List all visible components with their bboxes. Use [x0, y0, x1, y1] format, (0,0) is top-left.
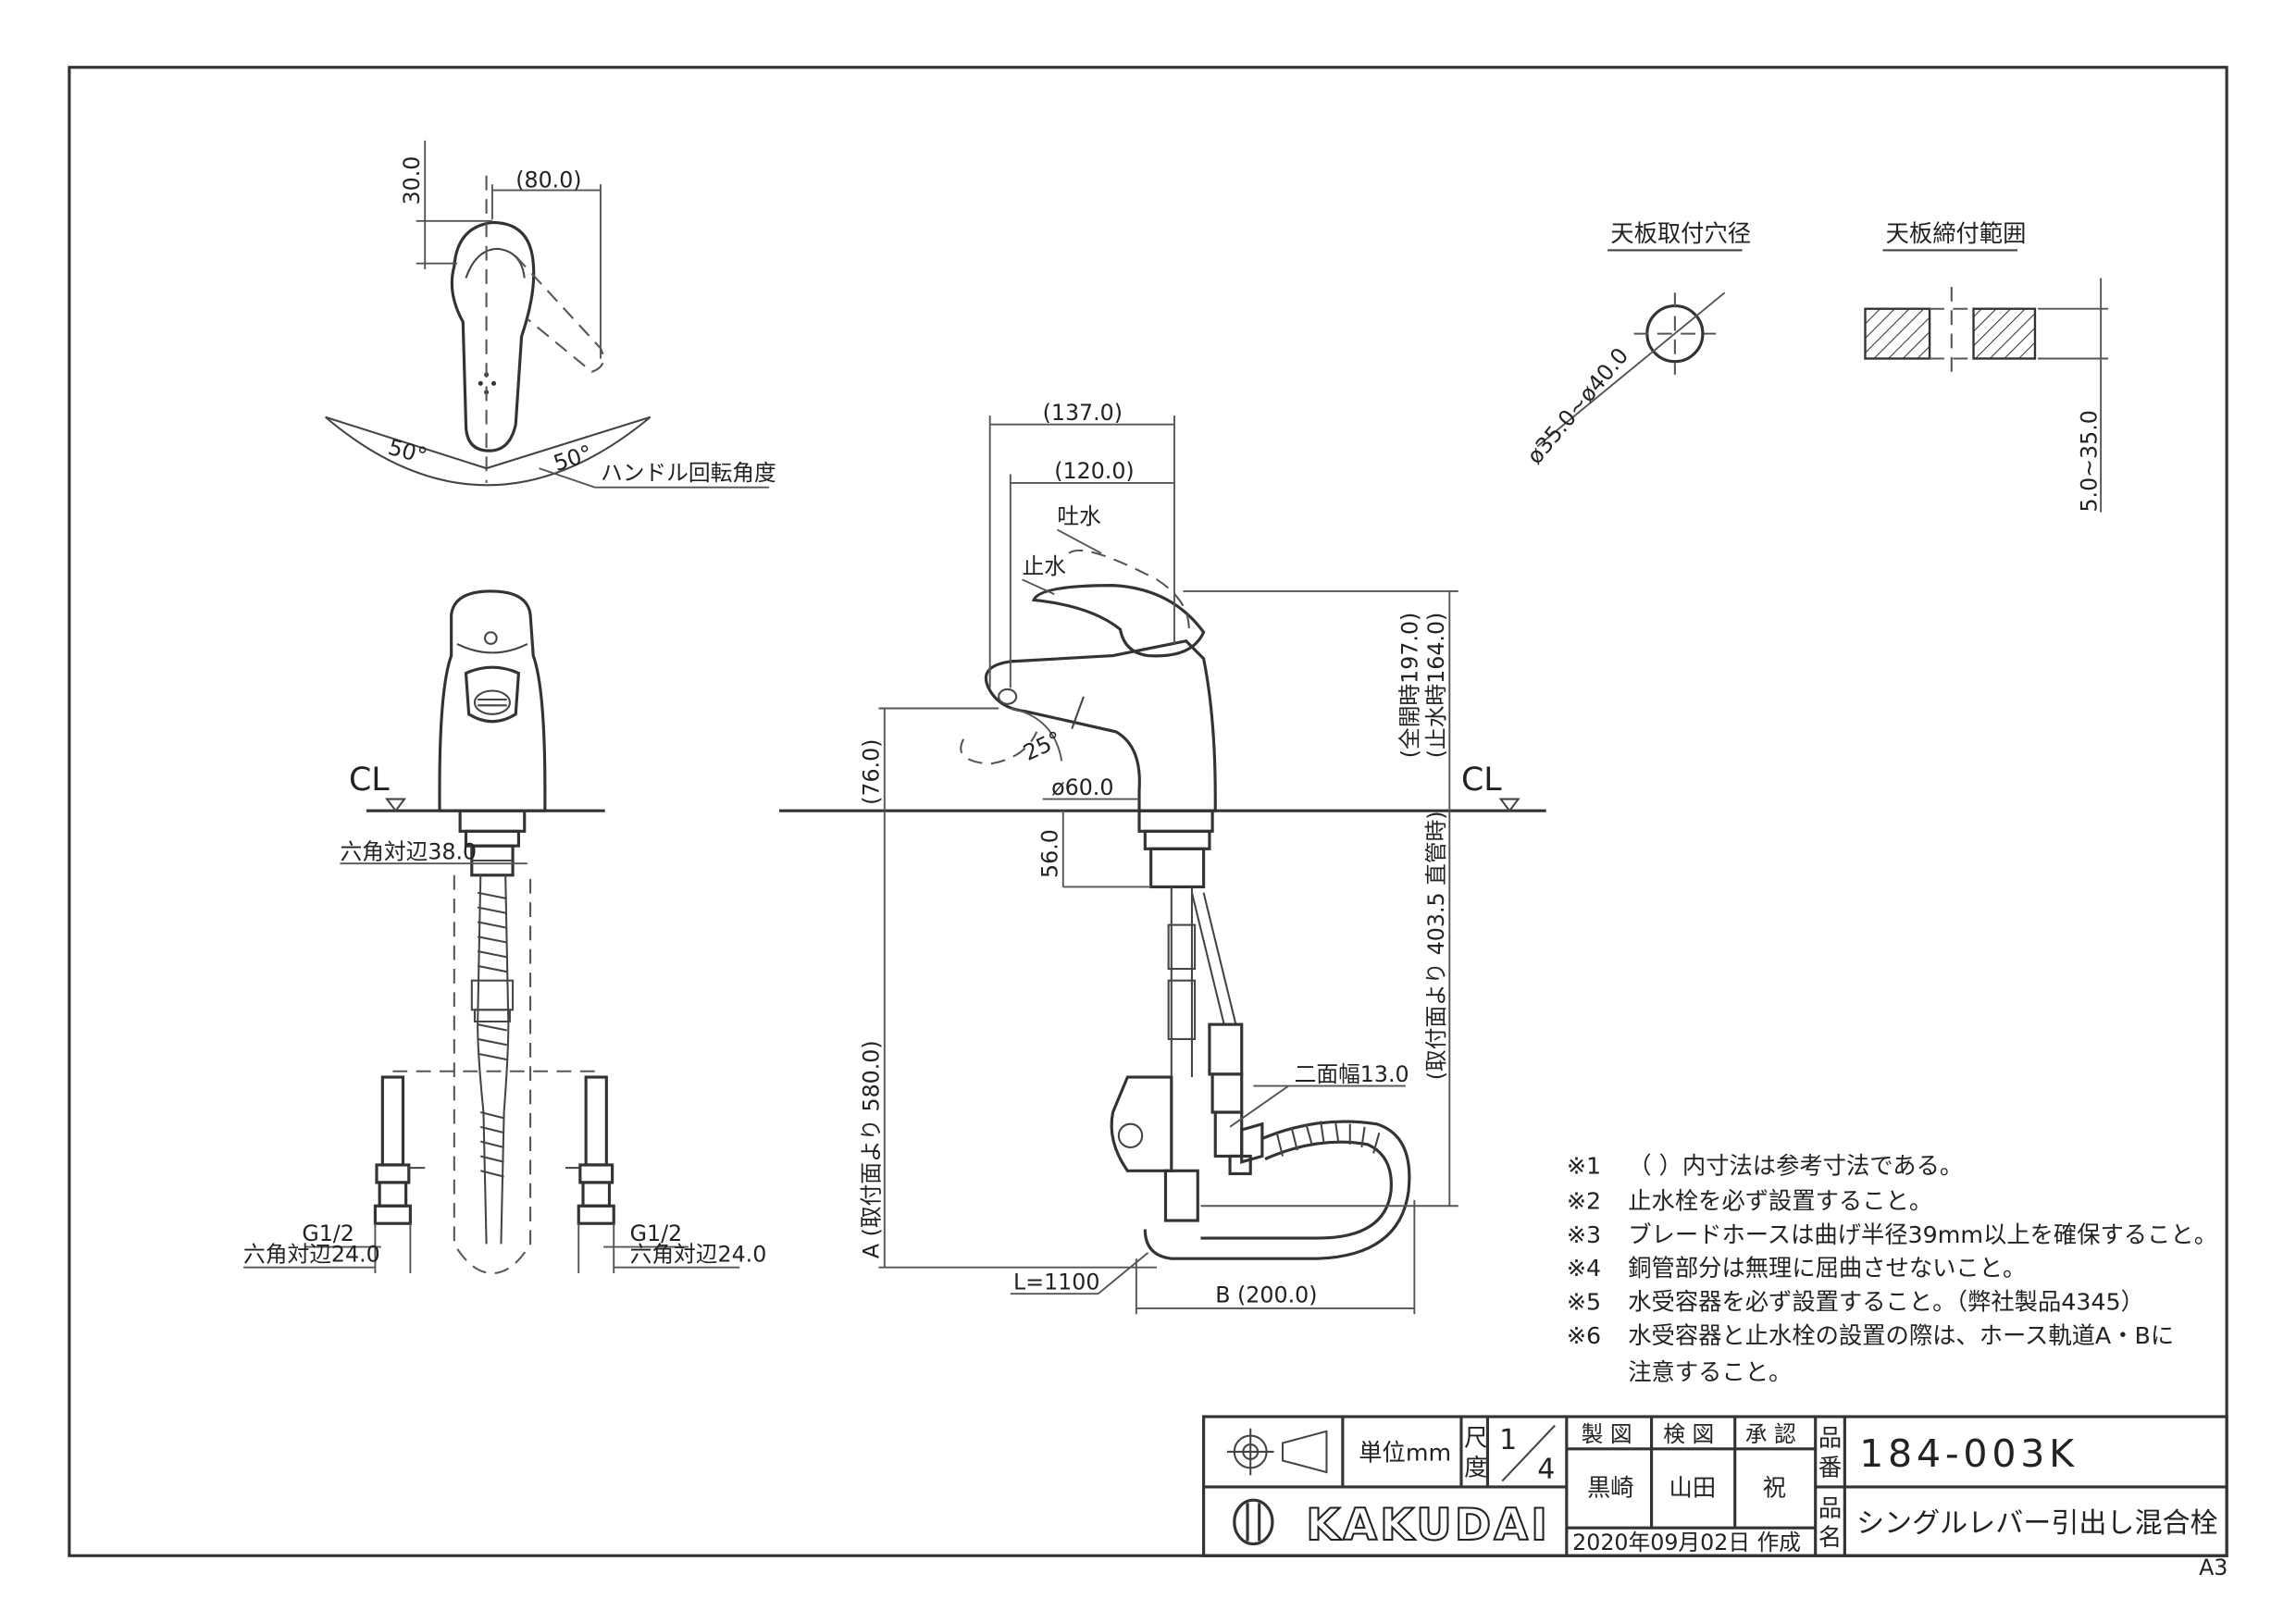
- side-cl-label: CL: [1461, 762, 1502, 799]
- front-hex-right: 六角対辺24.0: [630, 1241, 767, 1267]
- front-hex-top: 六角対辺38.0: [340, 838, 477, 864]
- front-g-left: G1/2: [302, 1220, 354, 1246]
- note-1-mark: ※1: [1567, 1152, 1601, 1179]
- sheet-border: [68, 66, 2228, 1557]
- note-6-cont: 注意すること。: [1628, 1358, 1792, 1385]
- checked-by: 山田: [1669, 1474, 1717, 1501]
- front-g-right: G1/2: [630, 1220, 683, 1246]
- logo-text: KAKUDAI: [1306, 1500, 1550, 1551]
- dim-b: B (200.0): [1215, 1282, 1317, 1308]
- name-label-2: 名: [1818, 1524, 1842, 1551]
- hole-dim: ø35.0~ø40.0: [1521, 342, 1633, 468]
- rotation-caption: ハンドル回転角度: [601, 460, 776, 486]
- mounting-details: 天板取付穴径 ø35.0~ø40.0 天板締付範囲 5.0~35.0: [1521, 220, 2109, 513]
- made-by: 黒崎: [1587, 1474, 1634, 1501]
- note-3-text: ブレードホースは曲げ半径39mm以上を確保すること。: [1628, 1221, 2217, 1248]
- dim-76: (76.0): [858, 739, 884, 805]
- approve-label: 承 認: [1745, 1421, 1796, 1447]
- note-2-text: 止水栓を必ず設置すること。: [1628, 1187, 1932, 1214]
- title-block: 単位mm 尺 度 1 4 製 図 検 図 承 認 黒崎 山田 祝 2020年09…: [1202, 1415, 2228, 1557]
- check-label: 検 図: [1663, 1421, 1714, 1447]
- top-dim-height: 30.0: [399, 156, 425, 205]
- dim-height-open: (全開時197.0): [1397, 613, 1423, 759]
- top-dim-width: (80.0): [515, 167, 581, 192]
- unit-label: 単位mm: [1359, 1439, 1451, 1466]
- part-no-label-1: 品: [1818, 1425, 1842, 1452]
- note-3-mark: ※3: [1567, 1221, 1601, 1248]
- note-6-text: 水受容器と止水栓の設置の際は、ホース軌道A・Bに: [1628, 1322, 2174, 1349]
- label-open: 吐水: [1057, 503, 1101, 529]
- dim-580: A (取付面より 580.0): [858, 1040, 884, 1258]
- note-4-text: 銅管部分は無理に屈曲させないこと。: [1628, 1255, 2026, 1282]
- hole-title: 天板取付穴径: [1610, 220, 1751, 247]
- angle-left: 50°: [386, 434, 430, 469]
- note-6-mark: ※6: [1567, 1322, 1601, 1349]
- clamp-dim: 5.0~35.0: [2076, 410, 2102, 512]
- dim-137: (137.0): [1043, 400, 1123, 426]
- projection-symbol-icon: [1226, 1428, 1328, 1476]
- approved-by: 祝: [1763, 1474, 1786, 1501]
- dim-height-stop: (止水時164.0): [1423, 613, 1449, 759]
- part-number: 184-003K: [1859, 1431, 2079, 1476]
- scale-label-1: 尺: [1464, 1425, 1487, 1452]
- hose-length: L=1100: [1013, 1269, 1099, 1295]
- front-hex-left: 六角対辺24.0: [243, 1241, 380, 1267]
- note-1-text: （ ）内寸法は参考寸法である。: [1628, 1152, 1963, 1179]
- scale-numerator: 1: [1499, 1424, 1517, 1456]
- angle-25: 25°: [1020, 726, 1066, 766]
- scale-label-2: 度: [1464, 1454, 1487, 1481]
- product-name: シングルレバー引出し混合栓: [1856, 1507, 2218, 1540]
- dim-403: (取付面より 403.5 直管時): [1423, 811, 1449, 1080]
- dim-hex13: 二面幅13.0: [1295, 1061, 1409, 1087]
- dim-120: (120.0): [1054, 458, 1134, 484]
- kakudai-logo-icon: [1233, 1498, 1274, 1546]
- made-label: 製 図: [1582, 1421, 1632, 1447]
- dim-56: 56.0: [1036, 829, 1062, 878]
- note-2-mark: ※2: [1567, 1187, 1601, 1214]
- clamp-title: 天板締付範囲: [1886, 220, 2027, 247]
- sheet-size: A3: [2199, 1555, 2228, 1580]
- notes: ※1 （ ）内寸法は参考寸法である。 ※2 止水栓を必ず設置すること。 ※3 ブ…: [1567, 1152, 2217, 1385]
- name-label-1: 品: [1818, 1495, 1842, 1522]
- part-no-label-2: 番: [1818, 1454, 1842, 1481]
- note-5-mark: ※5: [1567, 1289, 1601, 1316]
- front-view: CL: [243, 589, 767, 1275]
- dim-phi60: ø60.0: [1051, 774, 1113, 800]
- note-5-text: 水受容器を必ず設置すること。（弊社製品4345）: [1628, 1289, 2144, 1316]
- scale-denominator: 4: [1537, 1453, 1555, 1485]
- note-4-mark: ※4: [1567, 1255, 1601, 1282]
- top-view: 30.0 (80.0) 50° 50° ハンドル回転角度: [324, 140, 776, 489]
- label-stop: 止水: [1022, 553, 1066, 579]
- front-cl-label: CL: [349, 762, 390, 799]
- date-created: 2020年09月02日 作成: [1572, 1530, 1801, 1555]
- side-view: CL: [778, 400, 1546, 1315]
